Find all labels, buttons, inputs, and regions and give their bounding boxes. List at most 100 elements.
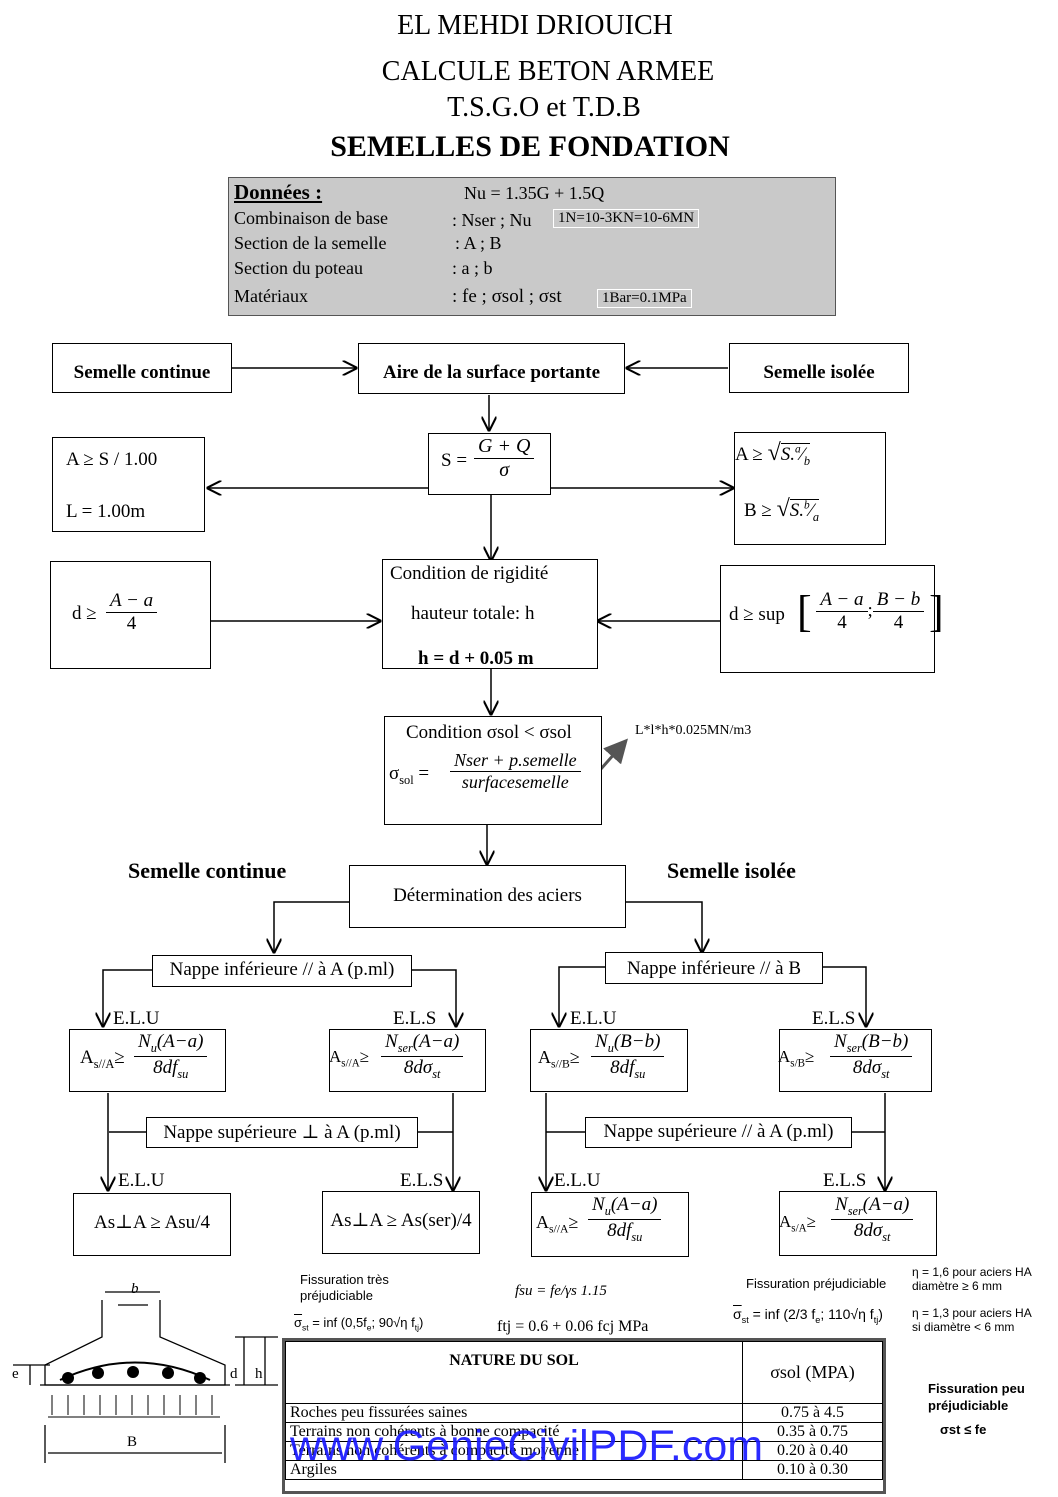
fsu-note: fsu = fe/γs 1.15: [515, 1283, 607, 1299]
donnees-row-value: : fe ; σsol ; σst: [452, 286, 562, 307]
fiss-tres-formula: σst = inf (0,5fe; 90√η ftj): [294, 1315, 424, 1333]
els-label: E.L.S: [823, 1170, 867, 1191]
isolee-B: B ≥ √S.b⁄a: [744, 496, 820, 524]
subject: CALCULE BETON ARMEE: [381, 56, 715, 87]
soil-nature: Roches peu fissurées saines: [285, 1403, 743, 1423]
weight-note: L*l*h*0.025MN/m3: [635, 723, 752, 738]
rigidite-formula: h = d + 0.05 m: [418, 648, 534, 669]
semelle-continue-box: [52, 343, 232, 393]
soil-value: 0.10 à 0.30: [742, 1460, 883, 1480]
donnees-box: [228, 177, 836, 316]
sigma-sol-condition: Condition σsol < σsol: [406, 722, 572, 743]
semelle-isolee-box: [729, 343, 909, 393]
fiss-prej-note: Fissuration préjudiciable: [746, 1276, 887, 1291]
rigidite-h: hauteur totale: h: [411, 603, 535, 624]
s-formula-box: [428, 433, 551, 495]
diagram-B-label: B: [127, 1434, 138, 1450]
as-A-els-box: [329, 1029, 486, 1092]
as-B-els-formula: As/B≥: [778, 1047, 815, 1070]
as-par-els-fraction: Nser(A−a)8dσst: [831, 1194, 914, 1245]
donnees-row-label: Section de la semelle: [234, 233, 387, 253]
soil-value: 0.20 à 0.40: [742, 1441, 883, 1461]
as-B-els-fraction: Nser(B−b)8dσst: [830, 1031, 913, 1082]
nappe-inf-A-label: Nappe inférieure // à A (p.ml): [169, 959, 395, 980]
soil-value: 0.35 à 0.75: [742, 1422, 883, 1442]
semelle-continue-label: Semelle continue: [73, 362, 211, 383]
diagram-e-label: e: [12, 1366, 19, 1382]
fiss-prej-formula: σst = inf (2/3 fe; 110√η ftj): [733, 1306, 883, 1325]
s-formula-fraction: G + Q σ: [474, 435, 535, 482]
nappe-sup-par-box: [585, 1117, 852, 1148]
soil-table-header: NATURE DU SOL σsol (MPA): [285, 1341, 883, 1404]
unit-pressure-badge: 1Bar=0.1MPa: [597, 289, 692, 308]
as-perp-elu-formula: As⊥A ≥ Asu/4: [94, 1212, 210, 1233]
s-num: G + Q: [474, 435, 535, 459]
as-par-elu-formula: As//A≥: [536, 1212, 579, 1236]
donnees-row-label: Combinaison de base: [234, 208, 388, 228]
continue-A: A ≥ S / 1.00: [66, 449, 158, 470]
nappe-inf-A-box: [152, 955, 412, 987]
as-A-elu-fraction: Nu(A−a)8dfsu: [134, 1031, 208, 1082]
as-par-els-box: [779, 1191, 937, 1256]
isolee-dims-box: [734, 432, 886, 545]
rigidite-title: Condition de rigidité: [390, 563, 549, 584]
as-B-elu-fraction: Nu(B−b)8dfsu: [591, 1031, 665, 1082]
soil-header-sigma: σsol (MPA): [742, 1341, 883, 1404]
as-par-elu-box: [531, 1192, 689, 1257]
as-par-els-formula: As/A≥: [779, 1212, 816, 1235]
donnees-row-value: : A ; B: [455, 233, 502, 253]
nappe-sup-perp-box: [146, 1117, 418, 1148]
as-A-elu-box: [69, 1029, 226, 1092]
as-B-els-box: [779, 1029, 932, 1092]
d-left-lhs: d ≥: [72, 603, 97, 624]
watermark[interactable]: www.GenieCivilPDF.com: [290, 1422, 764, 1470]
sigma-sol-fraction: Nser + p.semelle surfacesemelle: [450, 750, 581, 793]
table-row: Terrains non cohérents à compacité moyen…: [285, 1441, 883, 1461]
isolee-A-lhs: A ≥: [735, 444, 763, 465]
semelle-isolee-label: Semelle isolée: [763, 362, 875, 383]
elu-label: E.L.U: [570, 1008, 617, 1029]
label-semelle-continue: Semelle continue: [128, 858, 287, 883]
nappe-inf-B-box: [605, 952, 823, 984]
as-par-elu-fraction: Nu(A−a)8dfsu: [588, 1194, 662, 1245]
isolee-B-lhs: B ≥: [744, 500, 772, 521]
eta2-note: η = 1,3 pour aciers HA si diamètre < 6 m…: [912, 1306, 1032, 1334]
donnees-row-label: Matériaux: [234, 286, 308, 306]
author: EL MEHDI DRIOUICH: [397, 10, 673, 41]
d-right-box: [720, 565, 935, 673]
donnees-heading: Données :: [234, 180, 323, 204]
diagram-d-label: d: [230, 1366, 238, 1382]
elu-label: E.L.U: [113, 1008, 160, 1029]
label-semelle-isolee: Semelle isolée: [667, 858, 796, 883]
soil-nature: Terrains non cohérents à compacité moyen…: [285, 1441, 743, 1461]
as-perp-els-box: [322, 1191, 480, 1254]
as-A-els-formula: As//A≥: [329, 1047, 370, 1070]
isolee-A: A ≥ √S.a⁄b: [735, 440, 811, 468]
soil-nature: Argiles: [285, 1460, 743, 1480]
aciers-box: [349, 865, 626, 928]
donnees-row-label: Section du poteau: [234, 258, 363, 278]
diagram-h-label: h: [255, 1366, 263, 1382]
level: T.S.G.O et T.D.B: [447, 92, 641, 123]
as-perp-elu-box: [73, 1193, 231, 1256]
nappe-sup-par-label: Nappe supérieure // à A (p.ml): [603, 1121, 834, 1142]
continue-dims-box: [52, 437, 205, 532]
d-right-lhs: d ≥ sup: [729, 604, 785, 625]
els-label: E.L.S: [400, 1170, 444, 1191]
donnees-row-value: : a ; b: [452, 258, 493, 278]
ftj-note: ftj = 0.6 + 0.06 fcj MPa: [497, 1318, 649, 1335]
as-B-elu-formula: As//B≥: [538, 1047, 580, 1071]
elu-label: E.L.U: [554, 1170, 601, 1191]
elu-label: E.L.U: [118, 1170, 165, 1191]
soil-value: 0.75 à 4.5: [742, 1403, 883, 1423]
s-den: σ: [499, 459, 510, 481]
sigma-sol-num: Nser + p.semelle: [450, 750, 581, 772]
sigma-sol-lhs: σsol =: [389, 763, 430, 787]
page-title: SEMELLES DE FONDATION: [330, 130, 730, 163]
nappe-inf-B-label: Nappe inférieure // à B: [626, 958, 802, 979]
rigidite-box: [382, 559, 598, 669]
as-A-elu-formula: As//A≥: [80, 1047, 125, 1071]
as-B-elu-box: [530, 1029, 688, 1092]
